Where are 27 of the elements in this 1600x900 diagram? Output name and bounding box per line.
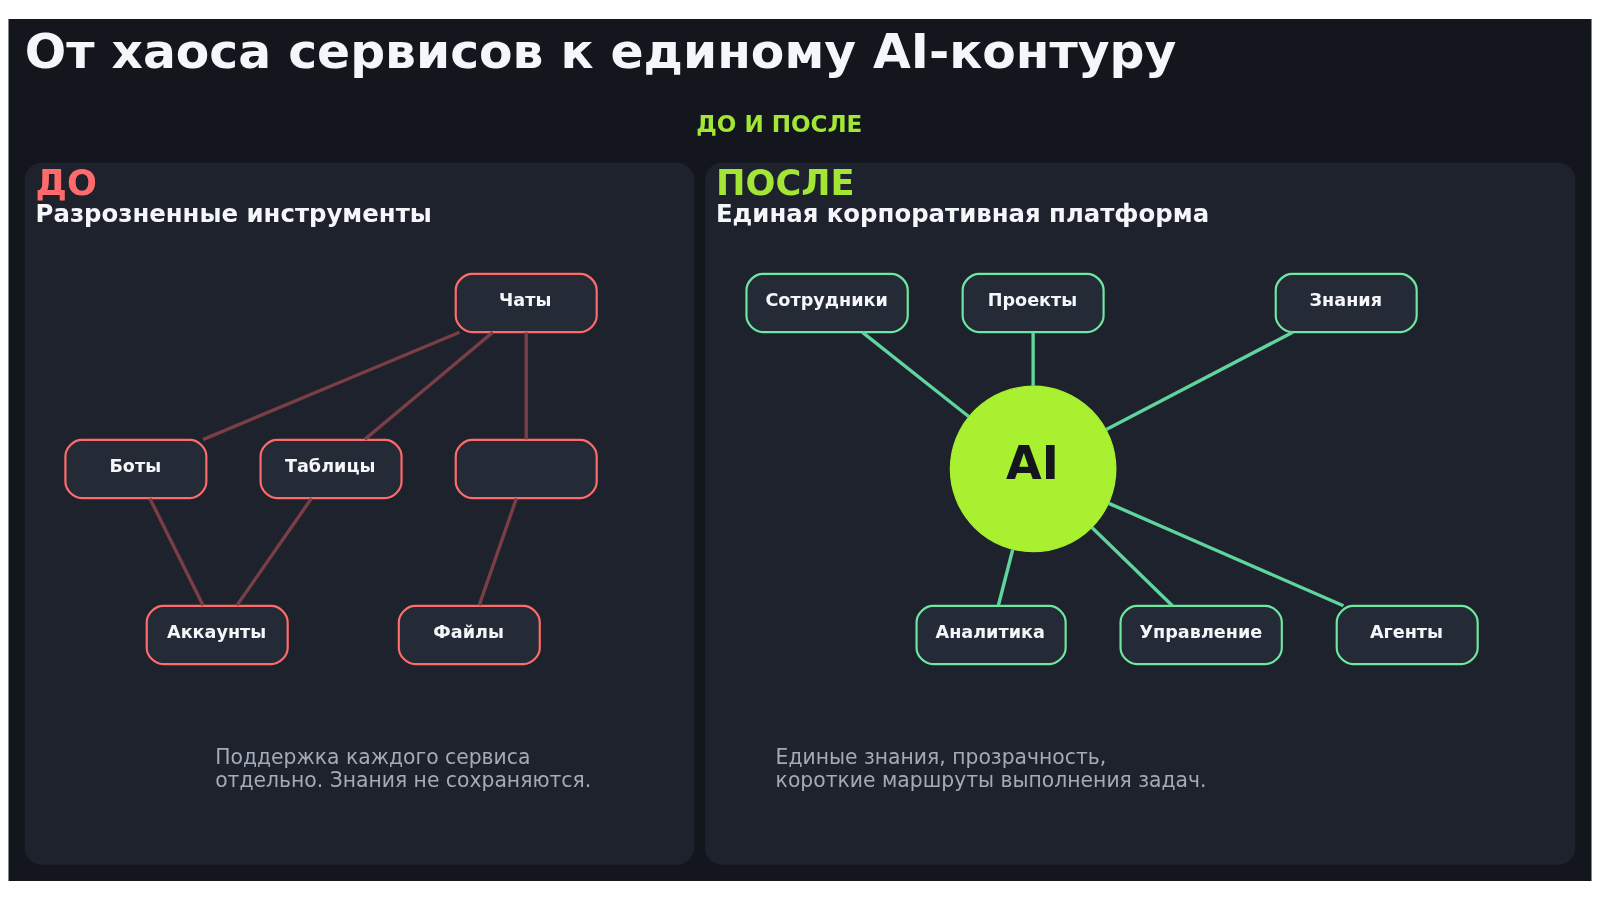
label: ДО И ПОСЛЕ (696, 110, 863, 137)
connector (477, 497, 519, 606)
node-box: Файлы (397, 604, 541, 666)
connector (202, 330, 461, 442)
node-box: Агенты (1335, 604, 1479, 666)
node-box: Боты (64, 438, 208, 500)
connector (363, 331, 494, 441)
node-box (454, 438, 598, 500)
connector (1031, 332, 1035, 387)
connector (1105, 330, 1294, 431)
node-box: Знания (1274, 272, 1418, 334)
connector (1090, 526, 1174, 607)
connector (996, 549, 1015, 607)
connector (235, 497, 313, 607)
node-box: Аналитика (915, 604, 1067, 666)
node-box: Управление (1119, 604, 1283, 666)
node-circle: AI (949, 385, 1117, 553)
connector (524, 332, 528, 440)
node-box: Чаты (454, 272, 598, 334)
node-box: Сотрудники (745, 272, 909, 334)
node-box: Проекты (961, 272, 1105, 334)
connector (1108, 501, 1345, 608)
node-box: Таблицы (259, 438, 403, 500)
node-box: Аккаунты (145, 604, 289, 666)
diagram-title: От хаоса сервисов к единому AI-контуру (24, 22, 1177, 80)
connector (861, 331, 970, 418)
connector (148, 497, 205, 607)
